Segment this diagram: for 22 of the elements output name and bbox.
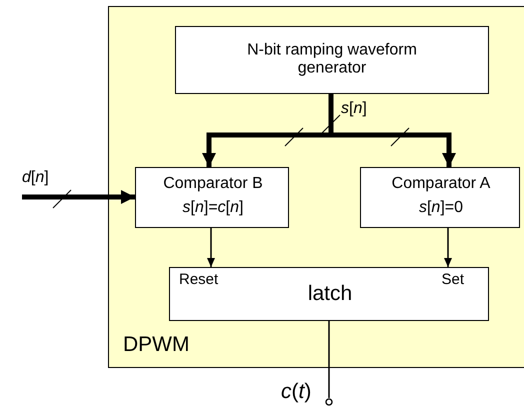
block-box (175, 26, 489, 94)
connector-line (328, 321, 330, 398)
block-label: s[n]=c[n] (182, 199, 244, 218)
terminal-circle (325, 398, 333, 406)
block-box (169, 267, 489, 321)
edge-label: s[n] (341, 100, 367, 118)
block-box (360, 167, 520, 228)
system-panel (108, 6, 524, 368)
arrow (207, 228, 215, 267)
block-label: N-bit ramping waveform generator (246, 42, 418, 78)
panel-title: DPWM (123, 332, 190, 357)
block-title: Comparator A (392, 175, 490, 194)
signal-label: c(t) (281, 380, 312, 404)
block-title: Comparator B (163, 175, 263, 194)
block-label: latch (308, 282, 352, 306)
arrow (22, 190, 135, 204)
block-label: s[n]=0 (418, 199, 464, 218)
block-title: Reset (179, 271, 218, 288)
edge-label: d[n] (22, 169, 49, 188)
block-label: Set (441, 271, 464, 288)
arrow (444, 228, 452, 267)
block-box (135, 167, 289, 228)
